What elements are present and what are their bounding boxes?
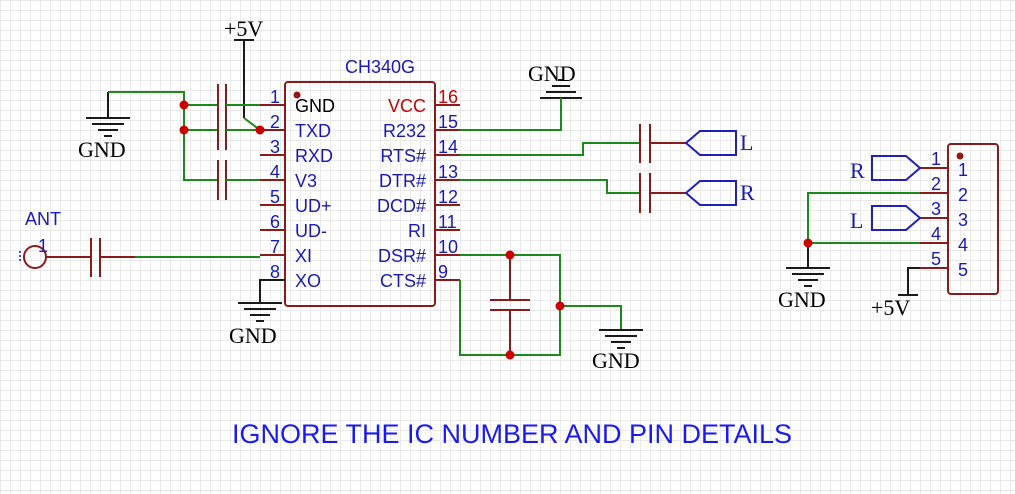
ic-pin-num-2: 2 [270, 112, 280, 132]
gnd-bottom-ic-symbol[interactable]: GND [229, 279, 285, 348]
conn-outer-num-3: 3 [958, 210, 968, 230]
conn-inner-num-4: 4 [931, 224, 941, 244]
antenna-label: ANT [25, 209, 61, 229]
connector-5pin[interactable] [920, 143, 999, 295]
ic-pin-num-16: 16 [438, 87, 458, 107]
gnd-cap-label: GND [592, 348, 640, 373]
ic-pin-num-7: 7 [270, 237, 280, 257]
ic-pin-label-r232: R232 [383, 121, 426, 141]
net-flag-r-connector[interactable]: R [850, 155, 922, 183]
net-flag-l-connector-label: L [850, 208, 863, 233]
ic-pin-num-11: 11 [438, 212, 457, 232]
antenna-pin: 1 [38, 236, 48, 256]
antenna-symbol[interactable]: ANT 1 [19, 209, 61, 269]
ic-pin-num-4: 4 [270, 162, 280, 182]
vcc-connector-symbol[interactable]: +5V [871, 267, 920, 320]
ic-pin-label-vcc: VCC [388, 96, 426, 116]
net-flag-l-connector[interactable]: L [850, 205, 922, 233]
ic-pin-num-14: 14 [438, 137, 458, 157]
gnd-cap-symbol[interactable]: GND [592, 329, 643, 373]
ic-ch340g[interactable]: CH340G [284, 57, 436, 307]
conn-inner-num-3: 3 [931, 199, 941, 219]
gnd-connector-label: GND [778, 287, 826, 312]
ic-pin-num-3: 3 [270, 137, 280, 157]
net-flag-l-top-label: L [740, 130, 753, 155]
net-flag-r-top-label: R [740, 180, 755, 205]
conn-outer-num-1: 1 [958, 160, 968, 180]
conn-outer-num-2: 2 [958, 185, 968, 205]
junction-dots [179, 100, 813, 360]
ic-pin-label-gnd: GND [295, 96, 335, 116]
ic-pin-num-1: 1 [270, 87, 280, 107]
ic-pin-label-udplus: UD+ [295, 196, 332, 216]
ic-pin-label-udminus: UD- [295, 221, 327, 241]
ic-right-pin-stubs [435, 104, 460, 281]
ic-pin-num-12: 12 [438, 187, 458, 207]
conn-inner-num-1: 1 [931, 149, 941, 169]
gnd-top-right-label: GND [528, 61, 576, 86]
ic-pin-label-dcd: DCD# [377, 196, 426, 216]
gnd-left-symbol[interactable]: GND [78, 92, 130, 162]
conn-outer-num-4: 4 [958, 235, 968, 255]
ic-pin-num-9: 9 [438, 262, 448, 282]
ic-pin-num-5: 5 [270, 187, 280, 207]
gnd-connector-symbol[interactable]: GND [778, 243, 830, 312]
ic-pin-label-rts: RTS# [380, 146, 426, 166]
ic-pin-label-dsr: DSR# [378, 246, 426, 266]
net-flag-l-top[interactable]: L [684, 130, 753, 156]
ic-name: CH340G [345, 57, 415, 77]
ic-pin-num-13: 13 [438, 162, 458, 182]
vcc-top-symbol[interactable]: +5V [224, 16, 263, 118]
vcc-top-label: +5V [224, 16, 263, 41]
ic-pin-label-v3: V3 [295, 171, 317, 191]
vcc-connector-label: +5V [871, 295, 910, 320]
ic-pin-num-10: 10 [438, 237, 458, 257]
net-flag-r-top[interactable]: R [684, 180, 755, 206]
conn-outer-num-5: 5 [958, 260, 968, 280]
ic-pin-label-cts: CTS# [380, 271, 426, 291]
ic-pin-num-8: 8 [270, 262, 280, 282]
gnd-left-label: GND [78, 137, 126, 162]
ic-pin-label-xo: XO [295, 271, 321, 291]
conn-inner-num-5: 5 [931, 249, 941, 269]
ic-pin-label-xi: XI [295, 246, 312, 266]
ic-pin-label-ri: RI [408, 221, 426, 241]
gnd-top-right-symbol[interactable]: GND [528, 61, 582, 99]
gnd-bottom-ic-label: GND [229, 323, 277, 348]
ic-pin-num-15: 15 [438, 112, 458, 132]
net-flag-r-connector-label: R [850, 158, 865, 183]
ic-pin-num-6: 6 [270, 212, 280, 232]
ic-pin-label-txd: TXD [295, 121, 331, 141]
ic-pin-label-dtr: DTR# [379, 171, 426, 191]
note-text: IGNORE THE IC NUMBER AND PIN DETAILS [232, 419, 792, 449]
conn-inner-num-2: 2 [931, 174, 941, 194]
ic-pin-label-rxd: RXD [295, 146, 333, 166]
